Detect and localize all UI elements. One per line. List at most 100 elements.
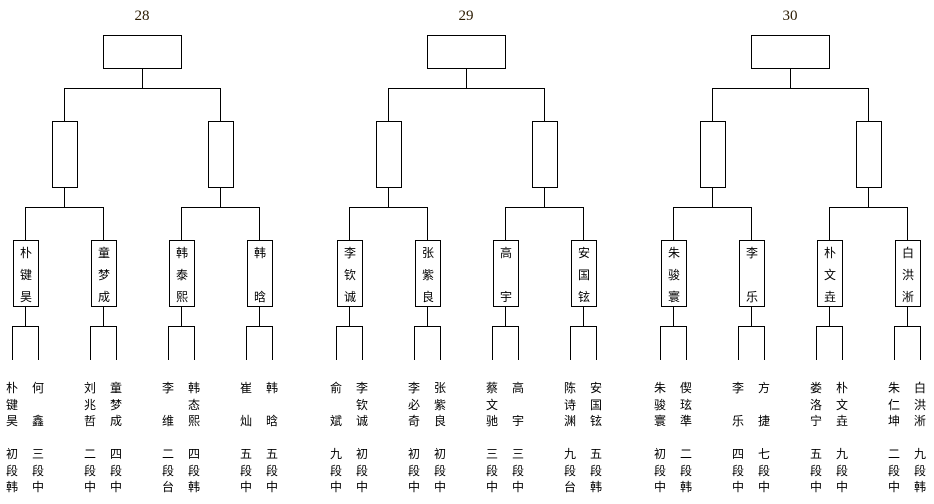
- player-name-char: 紫: [433, 397, 446, 412]
- player-name-char: 文: [485, 397, 498, 412]
- player-rank-char: 段: [563, 463, 576, 478]
- player-rank-char: 初: [5, 447, 18, 461]
- player-rank-char: 九: [835, 447, 848, 461]
- player-rank-char: 段: [265, 463, 278, 478]
- player-rank-char: 段: [433, 463, 446, 478]
- player-rank-char: 五: [265, 447, 278, 461]
- player-name-char: 洛: [809, 397, 822, 412]
- final-box: [103, 35, 182, 69]
- player-rank-char: 二: [887, 447, 900, 461]
- player-rank-char: 七: [757, 447, 770, 461]
- final-box: [427, 35, 506, 69]
- player-rank-char: 中: [835, 480, 848, 494]
- player-name-char: 安: [589, 381, 602, 395]
- player-rank-char: 段: [731, 463, 744, 478]
- player-rank-char: 三: [485, 447, 498, 461]
- player-name-char: 骏: [653, 397, 666, 412]
- player-name-char: 高: [511, 381, 524, 395]
- player-rank-char: 二: [83, 447, 96, 461]
- player-name-char: 玹: [679, 397, 692, 412]
- player-rank-char: 段: [239, 463, 252, 478]
- player-name-char: 洪: [913, 397, 926, 412]
- player-name-char: 成: [109, 414, 122, 428]
- semifinal-box: [376, 121, 402, 188]
- player-rank-char: 韩: [5, 480, 18, 494]
- quarterfinal-winner-box: [661, 240, 687, 307]
- winner-name-char: 张: [421, 246, 434, 260]
- player-rank-char: 初: [653, 447, 666, 461]
- player-rank-char: 段: [589, 463, 602, 478]
- player-rank-char: 中: [83, 480, 96, 494]
- player-rank-char: 段: [329, 463, 342, 478]
- player-rank-char: 五: [239, 447, 252, 461]
- player-rank-char: 中: [757, 480, 770, 494]
- player-name-char: 朱: [653, 381, 666, 395]
- player-rank-char: 九: [563, 447, 576, 461]
- player-name-char: 朴: [835, 381, 848, 395]
- quarterfinal-winner-box: [337, 240, 363, 307]
- player-name-char: 文: [835, 397, 848, 412]
- winner-name-char: 泰: [175, 268, 188, 282]
- player-name-char: 童: [109, 381, 122, 395]
- player-rank-char: 韩: [679, 480, 692, 494]
- round-label: 28: [134, 8, 150, 24]
- player-name-char: 宁: [809, 414, 822, 428]
- player-rank-char: 段: [887, 463, 900, 478]
- player-name-char: 哲: [83, 414, 96, 428]
- player-name-char: 韩: [187, 381, 200, 395]
- winner-name-char: 白: [901, 246, 914, 260]
- player-name-char: 兆: [83, 397, 96, 412]
- winner-name-char: 洪: [901, 268, 914, 282]
- player-name-char: 準: [679, 414, 692, 428]
- player-name-char: 良: [433, 414, 446, 428]
- player-rank-char: 段: [355, 463, 368, 478]
- player-name-char: 朱: [887, 381, 900, 395]
- player-name-char: 宇: [511, 414, 524, 428]
- quarterfinal-winner-box: [493, 240, 519, 307]
- player-rank-char: 中: [433, 480, 446, 494]
- player-rank-char: 段: [511, 463, 524, 478]
- player-name-char: 键: [5, 397, 18, 412]
- winner-name-char: 诚: [343, 290, 356, 304]
- quarterfinal-winner-box: [13, 240, 39, 307]
- player-name-char: 白: [913, 381, 926, 395]
- player-rank-char: 段: [5, 463, 18, 478]
- player-name-char: 偰: [679, 381, 692, 395]
- winner-name-char: 安: [577, 246, 590, 260]
- winner-name-char: 李: [745, 246, 758, 260]
- player-name-char: 娄: [809, 381, 822, 395]
- quarterfinal-winner-box: [247, 240, 273, 307]
- player-rank-char: 四: [731, 447, 744, 461]
- player-name-char: 驰: [485, 414, 498, 428]
- winner-name-char: 韩: [175, 246, 188, 260]
- player-name-char: 斌: [329, 414, 342, 428]
- player-name-char: 李: [161, 381, 174, 395]
- player-rank-char: 初: [407, 447, 420, 461]
- player-name-char: 坤: [887, 414, 900, 428]
- player-rank-char: 中: [329, 480, 342, 494]
- player-rank-char: 段: [83, 463, 96, 478]
- winner-name-char: 宇: [499, 290, 512, 304]
- player-name-char: 张: [433, 381, 446, 395]
- winner-name-char: 紫: [421, 268, 434, 282]
- winner-name-char: 文: [823, 268, 836, 282]
- winner-name-char: 梦: [97, 268, 110, 282]
- player-name-char: 必: [407, 397, 420, 412]
- player-rank-char: 四: [109, 447, 122, 461]
- player-name-char: 捷: [757, 414, 770, 428]
- winner-name-char: 韩: [253, 246, 266, 260]
- winner-name-char: 钦: [343, 268, 356, 282]
- player-name-char: 态: [187, 397, 200, 412]
- player-name-char: 梦: [109, 397, 122, 412]
- player-rank-char: 三: [31, 447, 44, 461]
- player-name-char: 铉: [589, 414, 602, 428]
- player-rank-char: 段: [187, 463, 200, 478]
- player-name-char: 维: [161, 414, 174, 428]
- player-rank-char: 韩: [913, 480, 926, 494]
- player-name-char: 国: [589, 397, 602, 412]
- player-name-char: 刘: [83, 381, 96, 395]
- winner-name-char: 寰: [667, 290, 680, 304]
- player-name-char: 何: [31, 381, 44, 395]
